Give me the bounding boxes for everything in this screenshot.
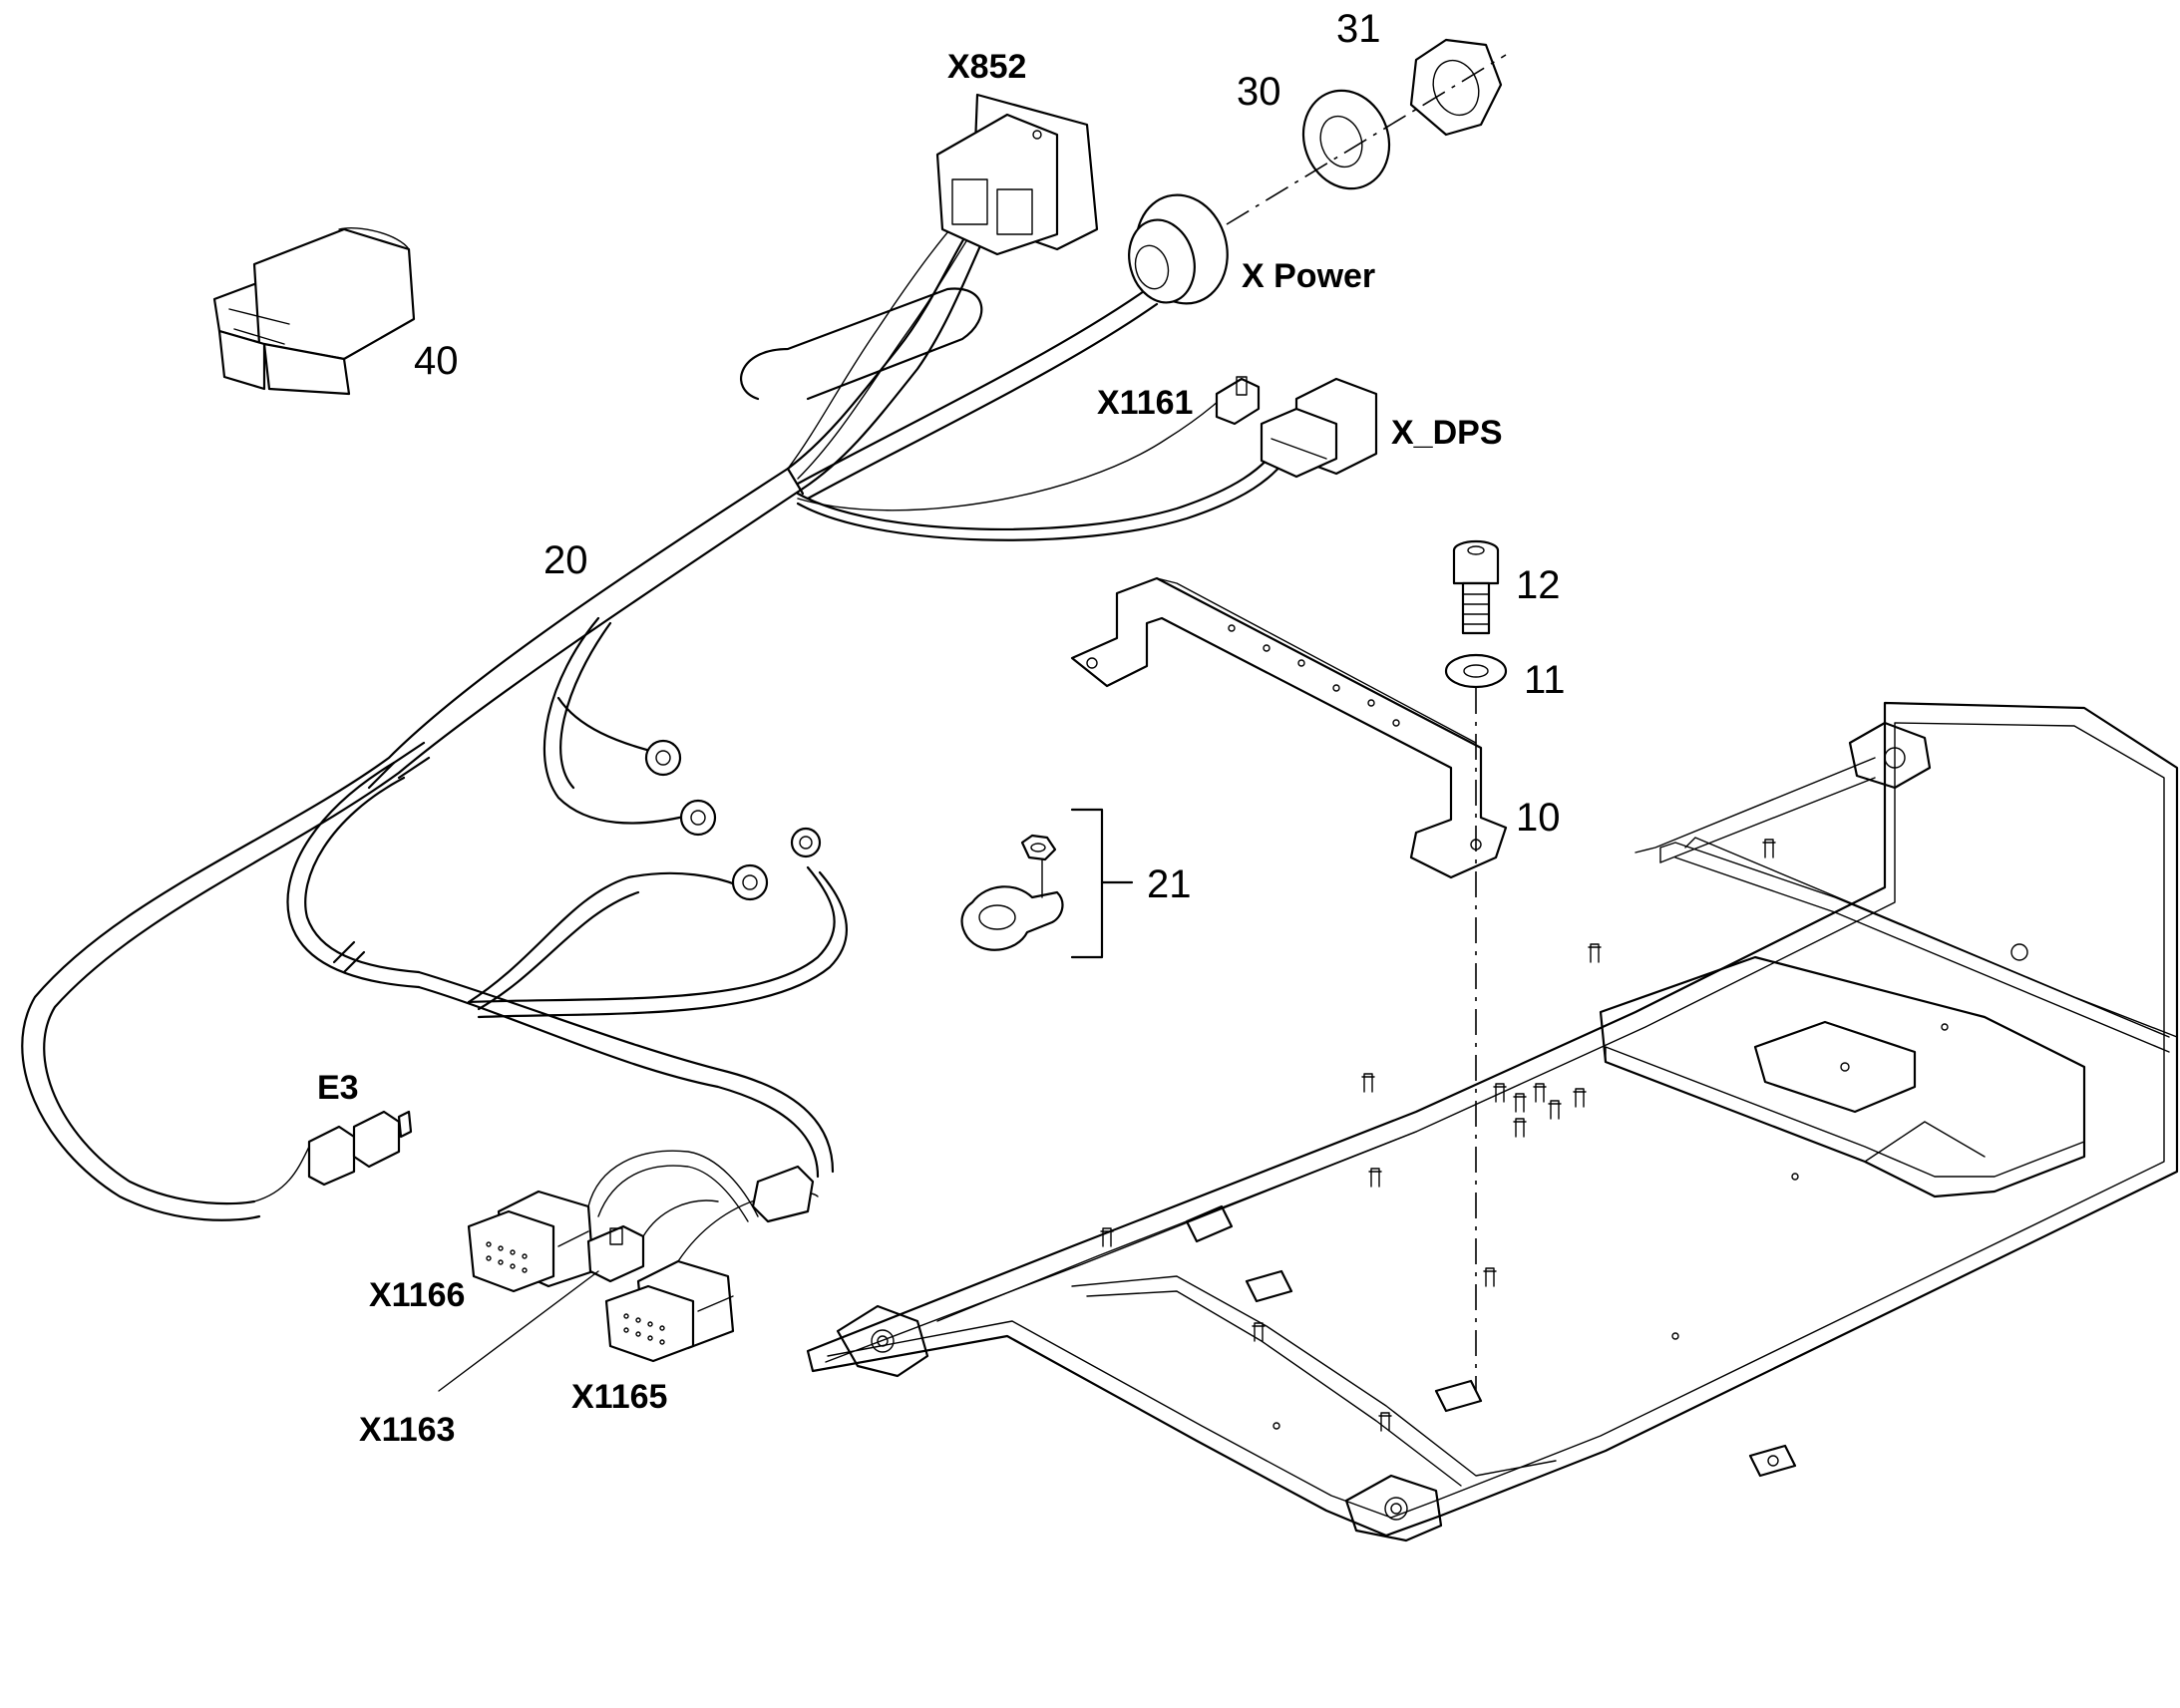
label-x1161: X1161	[1097, 384, 1193, 422]
harness-cables	[21, 198, 1288, 1221]
connector-x1163	[586, 1224, 645, 1283]
connector-x1165	[604, 1259, 735, 1363]
label-part-11: 11	[1524, 658, 1566, 702]
label-x-dps: X_DPS	[1391, 414, 1503, 452]
bolt-12	[1452, 539, 1500, 635]
nut-31	[1409, 38, 1503, 137]
connector-40	[212, 227, 416, 396]
washer-11	[1444, 653, 1508, 689]
label-x1165: X1165	[571, 1378, 667, 1416]
base-plate	[806, 701, 2179, 1542]
label-e3: E3	[317, 1069, 359, 1107]
bracket-10	[1070, 576, 1508, 879]
connector-x-power	[1128, 193, 1229, 305]
label-part-40: 40	[414, 339, 459, 383]
connector-x852	[935, 93, 1099, 256]
cable-clip-21	[960, 808, 1134, 959]
connector-x1166	[467, 1190, 595, 1293]
connector-x1161	[1215, 376, 1261, 426]
label-x1166: X1166	[369, 1276, 465, 1314]
labels: X852 X Power X1161 X_DPS E3 X1166 X1163 …	[317, 7, 1566, 1449]
label-part-21: 21	[1147, 862, 1192, 906]
connector-leads	[587, 1150, 819, 1262]
label-part-12: 12	[1516, 563, 1561, 607]
label-part-30: 30	[1237, 70, 1281, 114]
plate-studs	[1100, 839, 1776, 1432]
label-x1163: X1163	[359, 1411, 455, 1449]
connector-x-dps	[1260, 377, 1378, 479]
connector-e3	[307, 1110, 413, 1187]
label-x852: X852	[947, 48, 1026, 86]
washer-30	[1301, 89, 1391, 190]
axis-line-x-power	[1226, 54, 1507, 225]
ring-terminals	[644, 739, 822, 901]
label-part-20: 20	[544, 538, 588, 582]
label-x-power: X Power	[1242, 257, 1375, 295]
leader-x1163	[438, 1270, 599, 1392]
label-part-10: 10	[1516, 796, 1561, 840]
label-part-31: 31	[1336, 7, 1381, 51]
